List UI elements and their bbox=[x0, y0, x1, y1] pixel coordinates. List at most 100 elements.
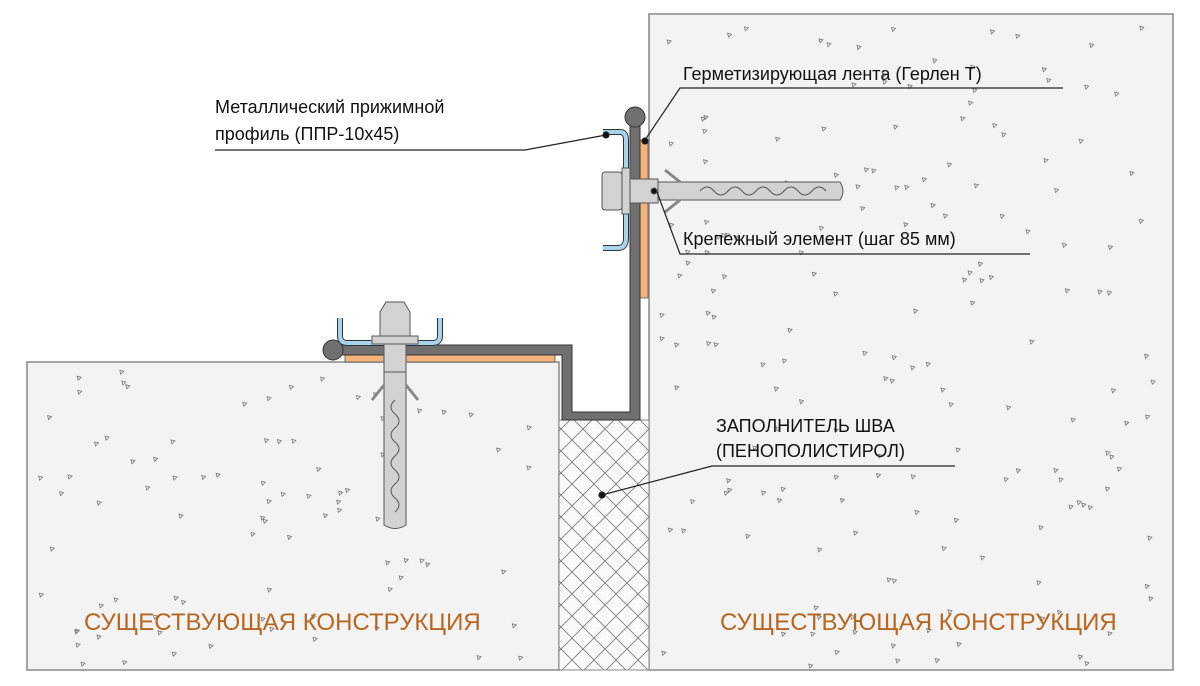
aggregate-mark bbox=[1025, 229, 1031, 235]
aggregate-mark bbox=[833, 474, 840, 481]
aggregate-mark bbox=[145, 485, 151, 491]
concrete-aggregate-marks bbox=[38, 25, 1157, 669]
aggregate-mark bbox=[704, 250, 710, 256]
aggregate-mark bbox=[973, 183, 980, 189]
aggregate-mark bbox=[1076, 500, 1082, 506]
aggregate-mark bbox=[266, 499, 272, 505]
aggregate-mark bbox=[276, 439, 283, 445]
aggregate-mark bbox=[702, 128, 708, 135]
aggregate-mark bbox=[291, 438, 297, 445]
aggregate-mark bbox=[201, 474, 207, 481]
aggregate-mark bbox=[891, 355, 898, 361]
aggregate-mark bbox=[47, 415, 53, 421]
aggregate-mark bbox=[1087, 505, 1094, 511]
aggregate-mark bbox=[833, 427, 840, 434]
aggregate-mark bbox=[153, 456, 159, 463]
aggregate-mark bbox=[1147, 535, 1153, 541]
anchor-horizontal bbox=[601, 167, 844, 215]
aggregate-mark bbox=[914, 509, 920, 516]
aggregate-mark bbox=[925, 361, 932, 368]
aggregate-mark bbox=[171, 651, 178, 657]
aggregate-mark bbox=[816, 614, 823, 621]
aggregate-mark bbox=[659, 336, 665, 342]
aggregate-mark bbox=[999, 213, 1006, 220]
aggregate-mark bbox=[1144, 584, 1151, 590]
aggregate-mark bbox=[1064, 288, 1071, 294]
aggregate-mark bbox=[58, 491, 65, 497]
aggregate-mark bbox=[710, 288, 717, 294]
aggregate-mark bbox=[1043, 158, 1049, 164]
aggregate-mark bbox=[799, 399, 805, 405]
aggregate-mark bbox=[926, 628, 932, 634]
aggregate-mark bbox=[178, 513, 184, 519]
aggregate-mark bbox=[280, 491, 286, 498]
aggregate-mark bbox=[913, 308, 919, 314]
aggregate-mark bbox=[827, 239, 834, 245]
aggregate-mark bbox=[894, 185, 900, 191]
aggregate-mark bbox=[775, 136, 781, 143]
aggregate-mark bbox=[266, 587, 273, 593]
aggregate-mark bbox=[1105, 450, 1111, 456]
aggregate-mark bbox=[80, 661, 86, 667]
aggregate-mark bbox=[674, 385, 680, 391]
aggregate-mark bbox=[1116, 466, 1123, 472]
aggregate-mark bbox=[863, 167, 870, 173]
aggregate-mark bbox=[74, 629, 80, 635]
aggregate-mark bbox=[883, 376, 889, 382]
aggregate-mark bbox=[667, 527, 674, 533]
aggregate-mark bbox=[49, 546, 55, 552]
aggregate-mark bbox=[725, 232, 731, 239]
aggregate-mark bbox=[826, 42, 832, 48]
aggregate-mark bbox=[1078, 138, 1085, 144]
aggregate-mark bbox=[511, 623, 518, 629]
aggregate-mark bbox=[782, 358, 788, 364]
aggregate-mark bbox=[941, 545, 947, 552]
aggregate-mark bbox=[1089, 42, 1095, 49]
aggregate-mark bbox=[713, 342, 719, 348]
aggregate-mark bbox=[75, 642, 81, 649]
aggregate-mark bbox=[170, 439, 176, 445]
aggregate-mark bbox=[1124, 420, 1130, 427]
aggregate-mark bbox=[38, 475, 44, 481]
aggregate-mark bbox=[262, 518, 269, 525]
aggregate-mark bbox=[425, 562, 431, 568]
aggregate-mark bbox=[839, 498, 846, 504]
aggregate-mark bbox=[946, 162, 953, 168]
aggregate-mark bbox=[266, 396, 272, 402]
aggregate-mark bbox=[930, 203, 936, 209]
aggregate-mark bbox=[260, 616, 266, 623]
aggregate-mark bbox=[668, 141, 674, 147]
aggregate-mark bbox=[76, 375, 82, 381]
aggregate-mark bbox=[798, 250, 805, 256]
aggregate-mark bbox=[711, 314, 717, 320]
aggregate-mark bbox=[705, 310, 712, 317]
aggregate-mark bbox=[130, 459, 136, 465]
aggregate-mark bbox=[1144, 353, 1150, 360]
aggregate-mark bbox=[215, 472, 221, 479]
aggregate-mark bbox=[287, 534, 293, 541]
aggregate-mark bbox=[113, 597, 119, 603]
aggregate-mark bbox=[962, 277, 968, 283]
aggregate-mark bbox=[336, 499, 342, 505]
aggregate-mark bbox=[853, 530, 859, 536]
aggregate-mark bbox=[752, 445, 758, 451]
aggregate-mark bbox=[677, 273, 683, 279]
aggregate-mark bbox=[942, 213, 949, 219]
aggregate-mark bbox=[269, 626, 275, 633]
aggregate-mark bbox=[173, 595, 180, 601]
aggregate-mark bbox=[886, 577, 892, 583]
aggregate-mark bbox=[882, 79, 888, 85]
aggregate-mark bbox=[250, 531, 256, 538]
aggregate-mark bbox=[733, 235, 740, 241]
aggregate-mark bbox=[777, 498, 783, 504]
aggregate-mark bbox=[496, 447, 502, 453]
filler-label-line2: (ПЕНОПОЛИСТИРОЛ) bbox=[716, 441, 905, 461]
aggregate-mark bbox=[833, 291, 839, 297]
aggregate-mark bbox=[344, 487, 351, 494]
aggregate-mark bbox=[947, 609, 953, 615]
aggregate-mark bbox=[702, 159, 709, 165]
fastener-label: Крепежный элемент (шаг 85 мм) bbox=[683, 229, 956, 249]
aggregate-mark bbox=[817, 547, 823, 553]
sealing-tape-vertical bbox=[639, 139, 649, 299]
aggregate-mark bbox=[260, 515, 266, 522]
